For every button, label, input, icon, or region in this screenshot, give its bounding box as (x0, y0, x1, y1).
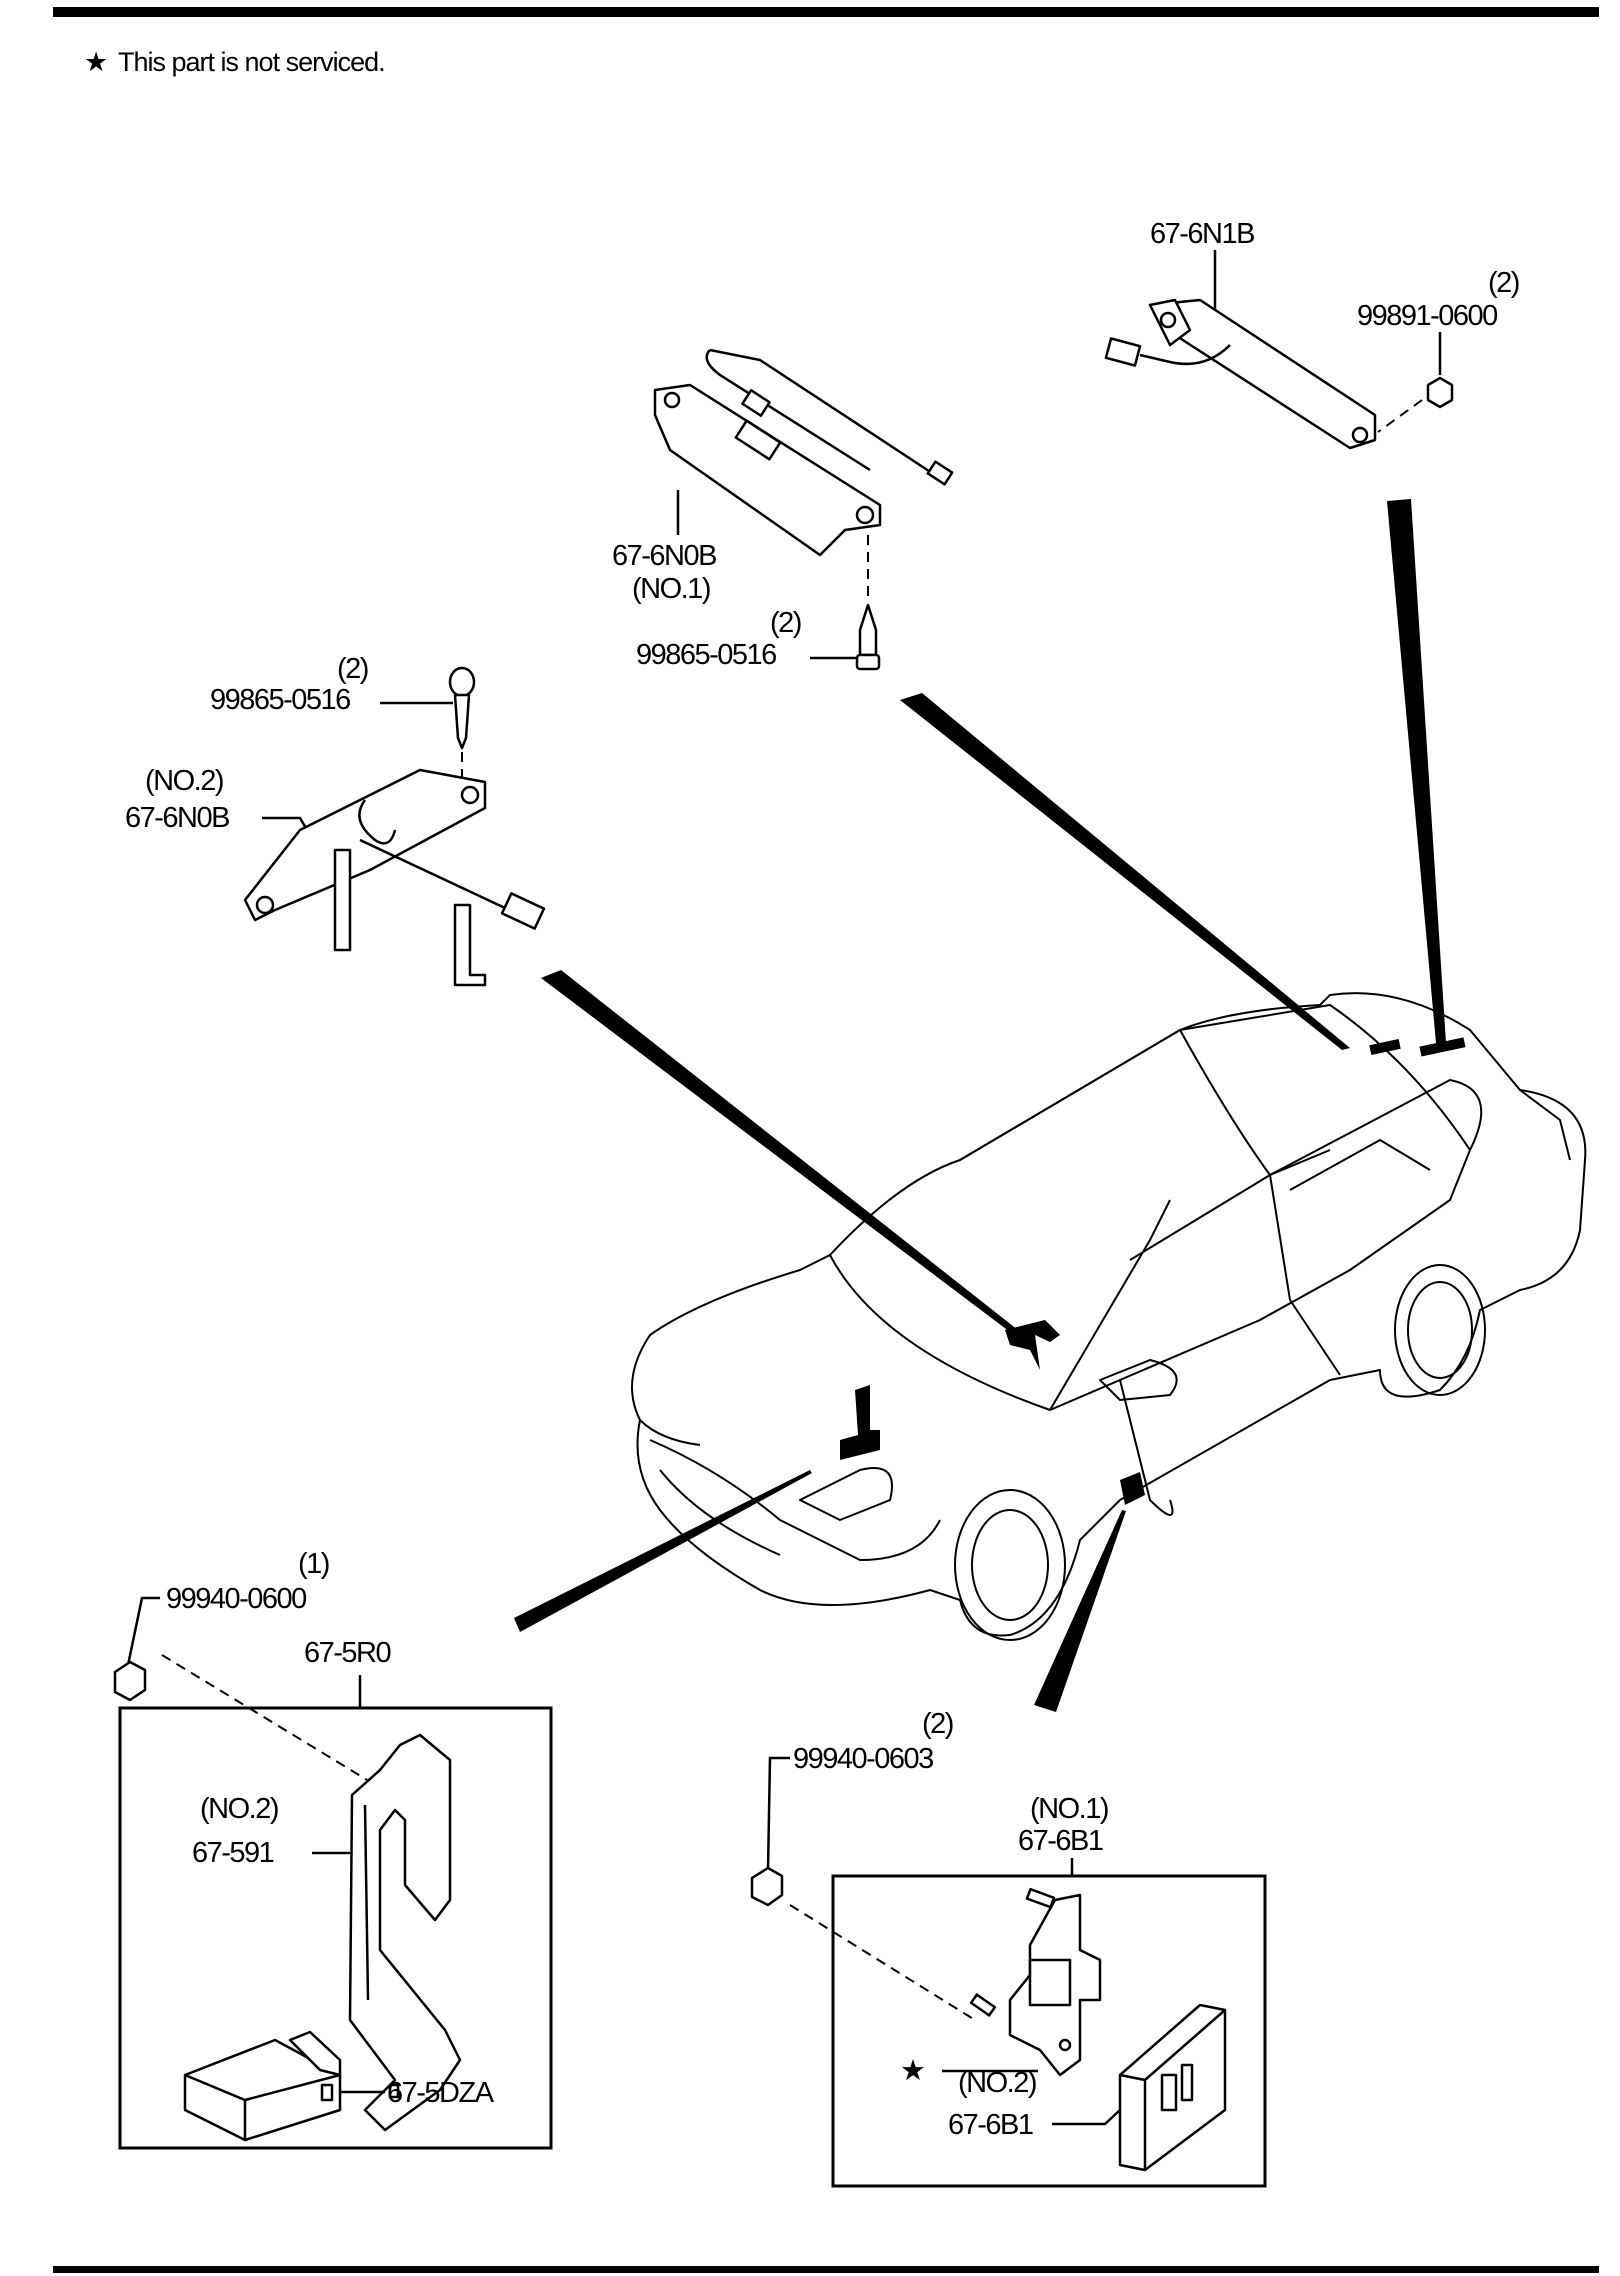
rear-antenna-part (1104, 298, 1377, 450)
nut-icon (113, 1660, 147, 1702)
label-qty: (2) (922, 1708, 953, 1740)
label-no2-tag: (NO.2) (145, 765, 223, 797)
label-67-6N1B: 67-6N1B (1150, 218, 1254, 250)
label-qty: (1) (298, 1548, 329, 1580)
leader-line (766, 1756, 790, 1871)
label-67-5R0: 67-5R0 (304, 1637, 390, 1669)
screw-icon (855, 603, 881, 671)
leader-line (1052, 2109, 1121, 2126)
note-text: This part is not serviced. (118, 47, 385, 77)
side-module-part (1118, 2003, 1227, 2172)
dashed-guide (161, 1654, 401, 1801)
nut-icon (1426, 376, 1454, 409)
label-no2-tag: (NO.2) (958, 2067, 1036, 2099)
antenna-no1-part (653, 348, 954, 557)
side-bracket-part (969, 1887, 1102, 2077)
label-99891-0600: 99891-0600 (1357, 300, 1497, 332)
label-67-6B1-no2: 67-6B1 (948, 2109, 1033, 2141)
bracket-part (348, 1733, 462, 2132)
note-star-icon: ★ (84, 47, 107, 77)
nut-icon (750, 1866, 784, 1907)
label-99865-0516: 99865-0516 (636, 639, 776, 671)
star-icon: ★ (900, 2055, 925, 2087)
label-qty: (2) (770, 607, 801, 639)
label-67-6N0B-no2: 67-6N0B (125, 802, 229, 834)
label-99940-0603: 99940-0603 (793, 1743, 933, 1775)
label-67-591: 67-591 (192, 1837, 274, 1869)
label-67-6B1-no1: 67-6B1 (1018, 1825, 1103, 1857)
label-no1-tag: (NO.1) (1030, 1793, 1108, 1825)
car-illustration (631, 992, 1587, 1641)
leader-line (126, 1596, 160, 1666)
module-part (183, 2030, 342, 2142)
label-67-6N0B-no1: 67-6N0B (612, 540, 716, 572)
leader-wedges (514, 499, 1446, 1712)
label-qty: (2) (1488, 267, 1519, 299)
label-qty: (2) (337, 653, 368, 685)
label-no1-tag: (NO.1) (632, 573, 710, 605)
label-no2-tag: (NO.2) (200, 1793, 278, 1825)
top-rule (53, 7, 1599, 17)
screw-icon (448, 666, 476, 750)
bottom-rule (53, 2266, 1599, 2273)
dashed-guide (1377, 399, 1423, 433)
label-99865-0516: 99865-0516 (210, 684, 350, 716)
label-67-5DZA: 67-5DZA (387, 2077, 495, 2109)
antenna-no2-part (243, 768, 546, 987)
unit-box (118, 1706, 553, 2150)
side-unit-box (831, 1874, 1267, 2188)
dashed-guide (789, 1904, 976, 2021)
label-99940-0600: 99940-0600 (166, 1583, 306, 1615)
